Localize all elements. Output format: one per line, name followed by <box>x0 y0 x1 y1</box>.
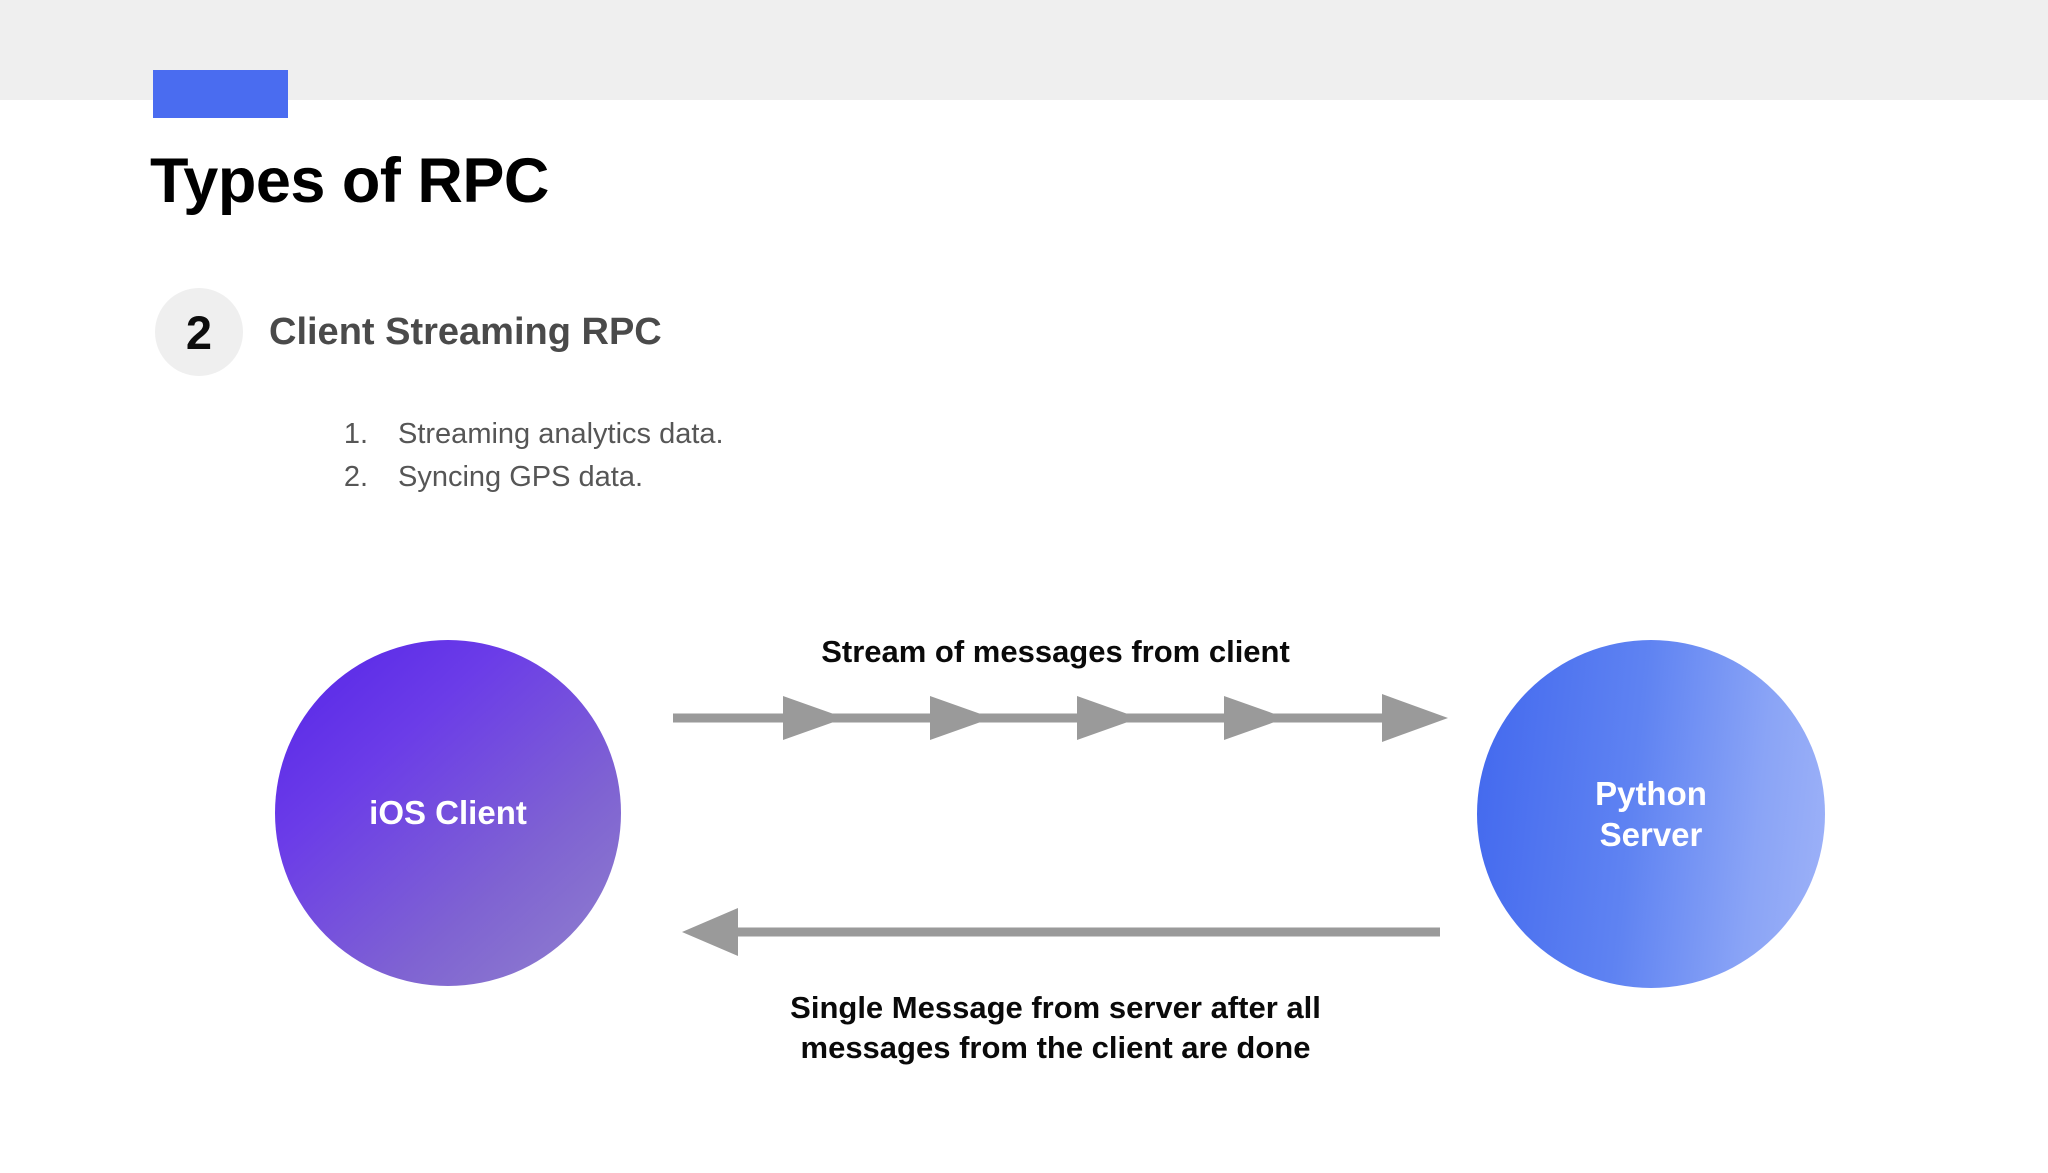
list-item-marker: 1. <box>343 418 368 450</box>
page-title: Types of RPC <box>150 146 549 216</box>
list-item: 1. Streaming analytics data. <box>300 413 724 456</box>
client-node: iOS Client <box>275 640 621 986</box>
list-item-text: Streaming analytics data. <box>398 418 724 450</box>
server-node: Python Server <box>1477 640 1825 988</box>
section-heading-label: Client Streaming RPC <box>269 310 662 353</box>
arrow-top-head-1 <box>783 696 845 740</box>
arrow-bottom-label-line1: Single Message from server after all <box>790 990 1321 1025</box>
list-item-marker: 2. <box>343 460 368 493</box>
arrow-bottom-label: Single Message from server after all mes… <box>643 988 1468 1069</box>
arrow-bottom-label-line2: messages from the client are done <box>800 1030 1311 1066</box>
arrow-top-head-2 <box>930 696 992 740</box>
arrow-top-head-3 <box>1077 696 1139 740</box>
server-node-label: Python Server <box>1585 773 1717 856</box>
section-number-badge: 2 <box>155 288 243 376</box>
arrow-top-label: Stream of messages from client <box>821 634 1290 669</box>
server-node-label-line2: Server <box>1599 816 1703 853</box>
server-node-label-line1: Python <box>1595 774 1707 812</box>
top-gray-band <box>0 0 2048 100</box>
ordered-list: 1. Streaming analytics data. 2. Syncing … <box>300 413 724 499</box>
blue-accent-rectangle <box>153 70 288 118</box>
section-heading-row: 2 Client Streaming RPC <box>155 288 662 376</box>
list-item: 2. Syncing GPS data. <box>300 456 724 499</box>
client-node-label: iOS Client <box>369 794 527 832</box>
arrow-bottom-head <box>682 908 738 956</box>
arrow-top-head-5 <box>1382 694 1448 742</box>
list-item-text: Syncing GPS data. <box>398 460 644 493</box>
arrow-top-head-4 <box>1224 696 1286 740</box>
